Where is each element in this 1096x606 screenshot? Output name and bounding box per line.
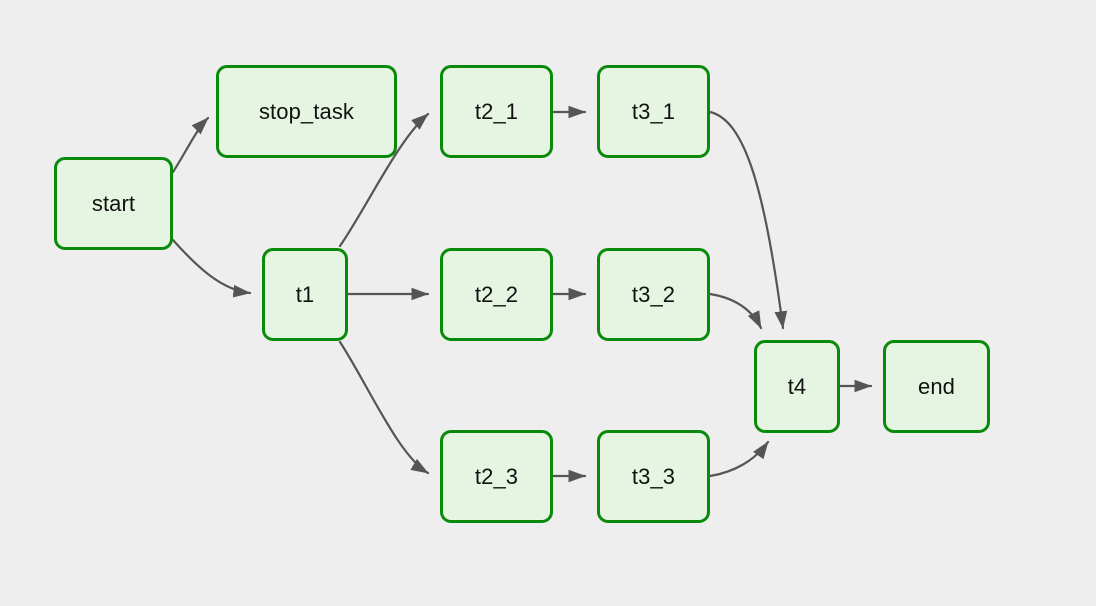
edge-t1-t2_3 [338,340,430,475]
node-start[interactable]: start [54,157,173,250]
node-t2_1[interactable]: t2_1 [440,65,553,158]
edge-t3_2-t4 [708,292,763,330]
node-t1[interactable]: t1 [262,248,348,341]
node-label-stop_task: stop_task [258,98,355,124]
edge-start-stop_task [171,116,210,174]
node-label-t3_3: t3_3 [631,463,676,489]
edge-t3_3-t4 [708,440,770,478]
node-t3_1[interactable]: t3_1 [597,65,710,158]
node-t3_3[interactable]: t3_3 [597,430,710,523]
node-label-t4: t4 [787,373,807,399]
node-t2_3[interactable]: t2_3 [440,430,553,523]
edge-start-t1 [171,238,252,298]
node-label-t2_3: t2_3 [474,463,519,489]
edge-t3_1-t4 [708,110,788,330]
node-t3_2[interactable]: t3_2 [597,248,710,341]
node-t4[interactable]: t4 [754,340,840,433]
node-end[interactable]: end [883,340,990,433]
node-t2_2[interactable]: t2_2 [440,248,553,341]
node-label-end: end [917,373,955,399]
node-label-t2_2: t2_2 [474,281,519,307]
node-label-t3_2: t3_2 [631,281,676,307]
node-label-start: start [91,190,136,216]
node-label-t1: t1 [295,281,315,307]
node-label-t2_1: t2_1 [474,98,519,124]
node-label-t3_1: t3_1 [631,98,676,124]
node-stop_task[interactable]: stop_task [216,65,397,158]
